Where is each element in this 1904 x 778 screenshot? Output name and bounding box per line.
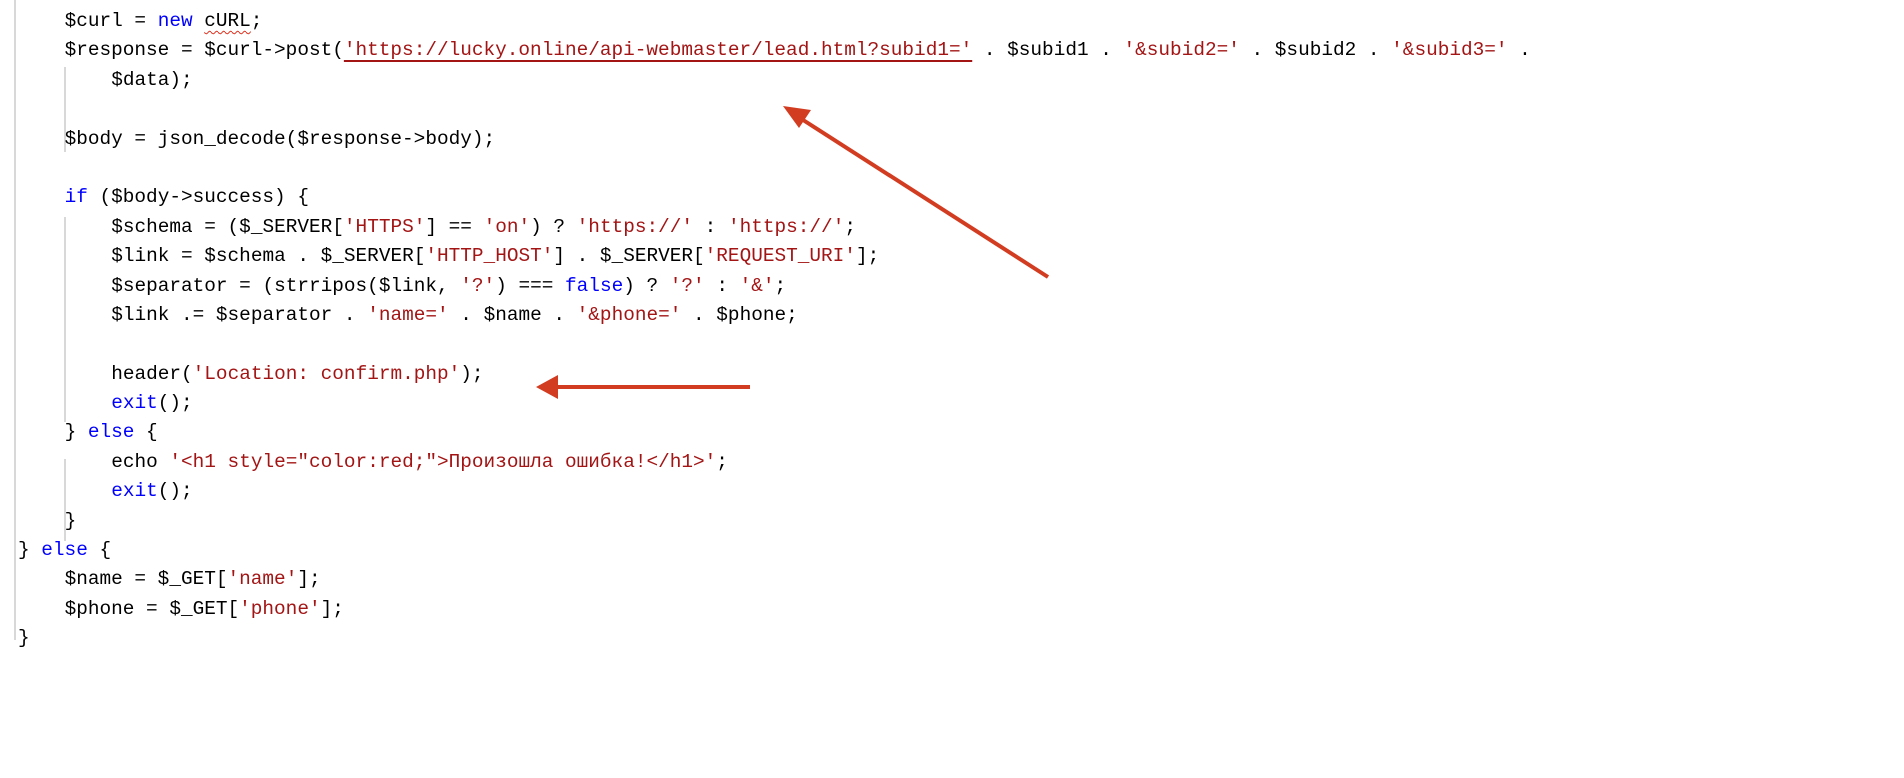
code-token: $link = $schema . $_SERVER[ (111, 245, 426, 268)
code-token: (); (157, 480, 193, 503)
code-token: ; (250, 10, 263, 32)
code-token: } (18, 539, 42, 562)
code-line: } else { (18, 536, 1531, 565)
code-line: $phone = $_GET['phone']; (18, 595, 1531, 624)
string-token: 'https://lucky.online/api-webmaster/lead… (343, 39, 973, 62)
code-token: ; (774, 274, 787, 297)
string-token: '<h1 style="color:red;">Произошла ошибка… (169, 450, 717, 473)
string-token: '?' (460, 274, 496, 297)
code-token: ] == (425, 215, 484, 238)
code-line: $curl = new cURL; (18, 7, 1531, 36)
code-token: $body = json_decode($response->body); (64, 127, 496, 150)
code-token: ); (460, 362, 484, 385)
keyword-token: else (87, 421, 135, 444)
code-token: header( (111, 362, 193, 385)
code-token: { (134, 421, 158, 444)
code-line: $response = $curl->post('https://lucky.o… (18, 36, 1531, 65)
code-editor[interactable]: $curl = new cURL;$response = $curl->post… (14, 0, 1531, 654)
code-line: $link .= $separator . 'name=' . $name . … (18, 301, 1531, 330)
keyword-token: new (157, 10, 193, 32)
code-token: $separator = (strripos($link, (111, 274, 461, 297)
indent-guide (64, 67, 66, 152)
code-token: } (64, 421, 88, 444)
code-token: ) ? (623, 274, 670, 297)
code-line: $link = $schema . $_SERVER['HTTP_HOST'] … (18, 242, 1531, 271)
code-token: ]; (297, 568, 321, 591)
code-token: ]; (320, 597, 344, 620)
code-token: ) ? (530, 215, 577, 238)
code-line: } (18, 507, 1531, 536)
keyword-token: exit (111, 480, 158, 503)
code-token: $schema = ($_SERVER[ (111, 215, 344, 238)
code-token: $link .= $separator . (111, 303, 368, 326)
keyword-token: else (41, 539, 88, 562)
keyword-token: exit (111, 392, 158, 415)
string-token: 'https://' (576, 215, 694, 238)
string-token: '&subid2=' (1123, 39, 1240, 62)
code-line: exit(); (18, 477, 1531, 506)
code-token: } (18, 627, 30, 650)
code-token: $response = $curl->post( (64, 39, 344, 62)
code-line: $name = $_GET['name']; (18, 565, 1531, 594)
string-token: 'https://' (727, 215, 845, 238)
keyword-token: false (565, 274, 624, 297)
code-token: $name = $_GET[ (64, 568, 228, 591)
keyword-token: if (64, 186, 88, 209)
code-line: header('Location: confirm.php'); (18, 360, 1531, 389)
code-token: ; (716, 450, 728, 473)
string-token: 'Location: confirm.php' (192, 362, 461, 385)
string-token: 'name' (227, 568, 298, 591)
string-token: 'HTTP_HOST' (425, 245, 554, 268)
string-token: '&' (739, 274, 775, 297)
code-lines: $curl = new cURL;$response = $curl->post… (18, 7, 1531, 654)
code-token: echo (111, 450, 170, 473)
code-token: ) === (495, 274, 566, 297)
string-token: 'on' (483, 215, 531, 238)
code-token: : (693, 215, 728, 238)
code-line: echo '<h1 style="color:red;">Произошла о… (18, 448, 1531, 477)
code-token: ($body->success) { (87, 186, 309, 209)
code-line: if ($body->success) { (18, 183, 1531, 212)
code-token: } (64, 509, 77, 532)
code-line: $schema = ($_SERVER['HTTPS'] == 'on') ? … (18, 213, 1531, 242)
arrow-to-redirect-header (536, 375, 750, 399)
code-token: ]; (855, 245, 880, 268)
indent-guide (14, 0, 16, 640)
code-token: { (87, 539, 112, 562)
code-token: ; (844, 215, 856, 238)
code-line: exit(); (18, 389, 1531, 418)
string-token: 'REQUEST_URI' (704, 245, 856, 268)
code-token: $data); (111, 68, 193, 91)
code-line: $data); (18, 66, 1531, 95)
code-token: cURL (204, 10, 251, 32)
code-token: . $name . (448, 303, 577, 326)
code-line: } (18, 624, 1531, 653)
code-token: : (704, 274, 740, 297)
code-token: ] . $_SERVER[ (553, 245, 705, 268)
string-token: '&phone=' (576, 303, 682, 326)
code-line: $body = json_decode($response->body); (18, 125, 1531, 154)
indent-guide (64, 459, 66, 541)
code-token: $curl = (64, 10, 158, 32)
arrow-to-api-url (783, 106, 1050, 279)
indent-guide (64, 217, 66, 422)
code-token: (); (157, 392, 193, 415)
code-line: $separator = (strripos($link, '?') === f… (18, 272, 1531, 301)
code-token: . (1507, 39, 1531, 62)
code-line: } else { (18, 418, 1531, 447)
string-token: '&subid3=' (1391, 39, 1508, 62)
string-token: 'name=' (367, 303, 449, 326)
code-token: . $phone; (681, 303, 798, 326)
code-token: . $subid1 . (972, 39, 1124, 62)
string-token: 'phone' (239, 597, 321, 620)
string-token: '?' (669, 274, 705, 297)
code-token: . $subid2 . (1239, 39, 1392, 62)
code-token: $phone = $_GET[ (64, 597, 240, 620)
string-token: 'HTTPS' (343, 215, 426, 238)
